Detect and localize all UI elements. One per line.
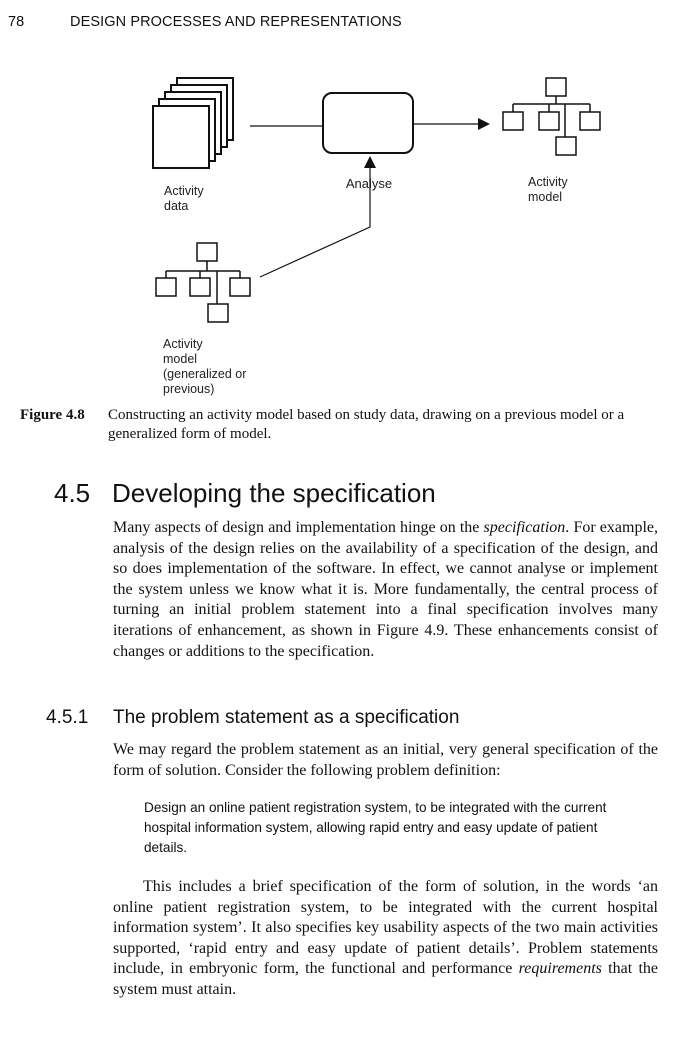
subsection-title: The problem statement as a specification <box>113 707 460 728</box>
figure-caption: Figure 4.8 Constructing an activity mode… <box>20 406 660 444</box>
activity-model-tree-icon <box>502 77 601 156</box>
arrowhead-up-icon <box>364 156 376 168</box>
figure-caption-label: Figure 4.8 <box>20 407 85 423</box>
problem-definition-quote: Design an online patient registration sy… <box>144 800 607 855</box>
activity-data-label: Activity data <box>164 184 204 213</box>
figure-4-8: Analyse Activity data Activity model Act… <box>0 60 700 405</box>
subsection-paragraph-2: This includes a brief specification of t… <box>113 878 658 998</box>
activity-model-diagram <box>152 77 601 323</box>
analyse-process-box <box>322 92 414 154</box>
activity-model-label: Activity model <box>528 175 568 204</box>
generalized-model-label: Activity model (generalized or previous) <box>163 337 247 396</box>
generalized-model-tree-icon <box>155 242 251 323</box>
running-head-title: DESIGN PROCESSES AND REPRESENTATIONS <box>70 14 402 30</box>
activity-data-document-stack-icon <box>152 77 234 169</box>
generalized-to-analyse-connector <box>259 166 371 278</box>
subsection-paragraph-1: We may regard the problem statement as a… <box>113 741 658 779</box>
section-paragraph-1: Many aspects of design and implementatio… <box>113 519 659 660</box>
section-number: 4.5 <box>54 478 91 508</box>
subsection-number: 4.5.1 <box>46 707 89 728</box>
section-heading: 4.5 Developing the specification <box>54 478 436 509</box>
analyse-label: Analyse <box>345 176 393 191</box>
page-number: 78 <box>8 14 25 30</box>
figure-caption-text: Constructing an activity model based on … <box>108 407 625 442</box>
section-title: Developing the specification <box>112 478 436 508</box>
arrowhead-right-icon <box>478 118 490 130</box>
running-head: 78 DESIGN PROCESSES AND REPRESENTATIONS <box>8 14 688 30</box>
subsection-heading: 4.5.1 The problem statement as a specific… <box>46 707 459 729</box>
